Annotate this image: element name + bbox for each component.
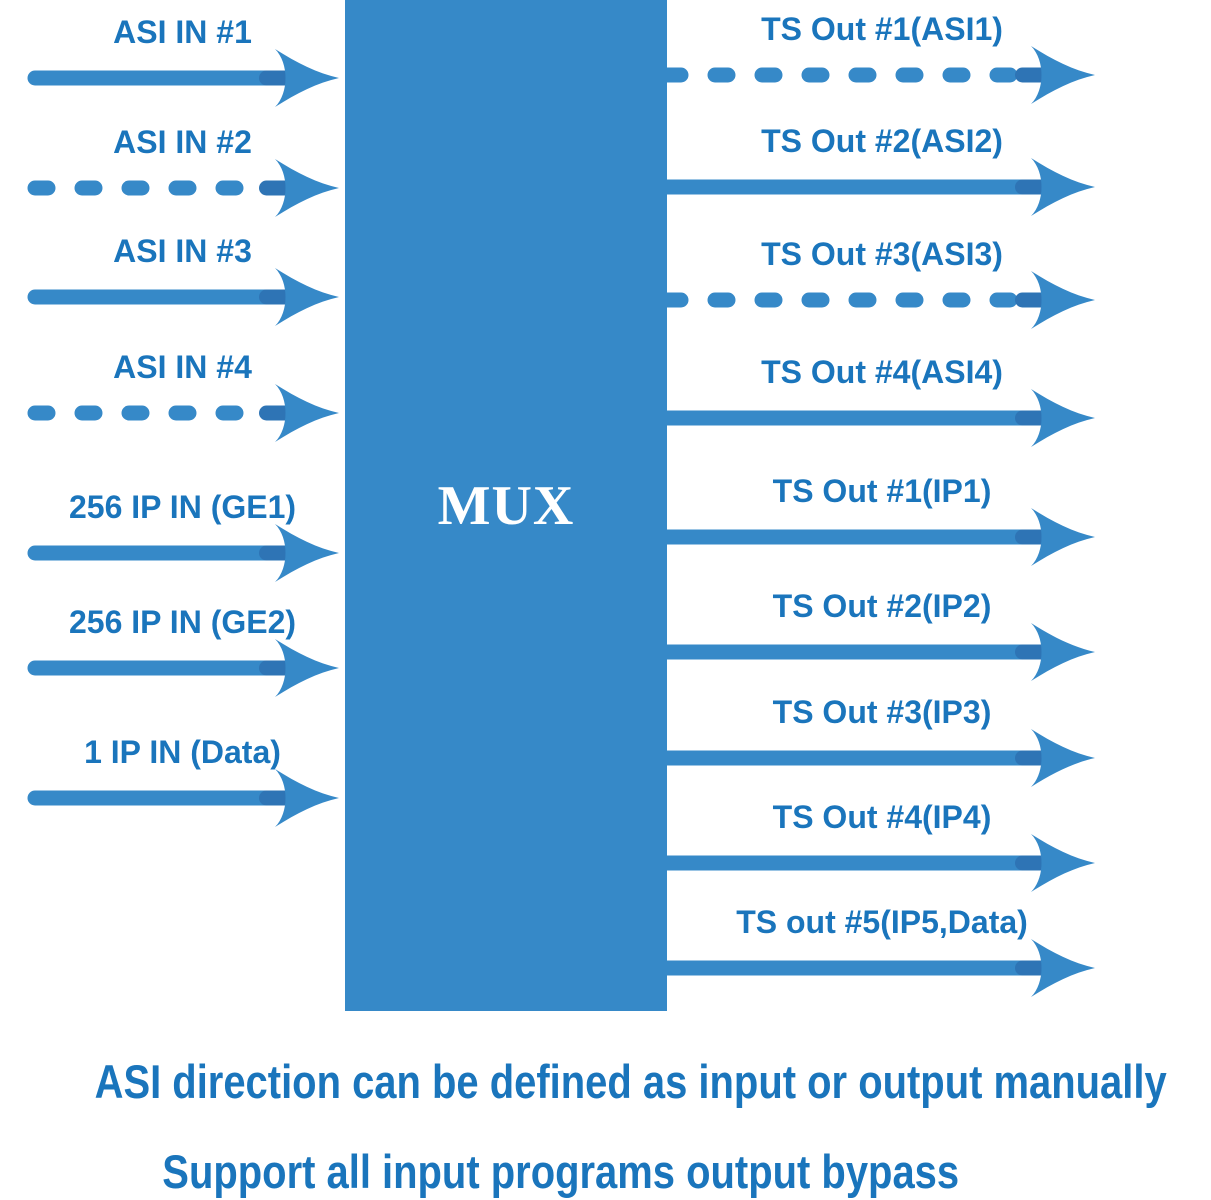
flow-arrow-right-icon <box>667 623 1095 681</box>
input-row: ASI IN #2 <box>25 118 340 228</box>
flow-arrow-right-icon <box>27 49 339 107</box>
input-row: ASI IN #4 <box>25 343 340 453</box>
output-label: TS Out #2(IP2) <box>772 588 992 624</box>
flow-arrow-right-icon <box>667 158 1095 216</box>
input-label: ASI IN #4 <box>113 349 252 385</box>
flow-arrow-right-icon <box>27 159 339 217</box>
flow-arrow-right-icon <box>667 939 1095 997</box>
output-label: TS Out #2(ASI2) <box>761 123 1003 159</box>
input-label: 256 IP IN (GE1) <box>68 489 297 525</box>
mux-block-label: MUX <box>437 474 575 537</box>
flow-arrow-right-icon <box>27 384 339 442</box>
output-label: TS out #5(IP5,Data) <box>736 904 1028 940</box>
output-row: TS Out #1(IP1) <box>667 467 1097 577</box>
mux-block: MUX <box>345 0 667 1011</box>
output-label: TS Out #1(IP1) <box>772 473 992 509</box>
output-row: TS Out #4(IP4) <box>667 793 1097 903</box>
output-label: TS Out #3(ASI3) <box>761 236 1003 272</box>
input-row: 256 IP IN (GE1) <box>25 483 340 593</box>
caption-line-1: ASI direction can be defined as input or… <box>0 1054 1211 1109</box>
input-label: ASI IN #2 <box>113 124 252 160</box>
output-row: TS out #5(IP5,Data) <box>667 898 1097 1008</box>
output-row: TS Out #2(IP2) <box>667 582 1097 692</box>
output-row: TS Out #3(ASI3) <box>667 230 1097 340</box>
outputs-column: TS Out #1(ASI1) TS Out #2(ASI2) TS Out #… <box>667 0 1097 1011</box>
input-row: 1 IP IN (Data) <box>25 728 340 838</box>
output-label: TS Out #3(IP3) <box>772 694 992 730</box>
output-row: TS Out #2(ASI2) <box>667 117 1097 227</box>
input-label: 256 IP IN (GE2) <box>68 604 297 640</box>
input-row: ASI IN #1 <box>25 8 340 118</box>
flow-arrow-right-icon <box>667 834 1095 892</box>
flow-arrow-right-icon <box>667 729 1095 787</box>
input-label: ASI IN #1 <box>113 14 252 50</box>
flow-arrow-right-icon <box>667 508 1095 566</box>
flow-arrow-right-icon <box>27 268 339 326</box>
flow-arrow-right-icon <box>667 46 1095 104</box>
inputs-column: ASI IN #1 ASI IN #2 ASI IN #3 <box>25 0 340 1011</box>
flow-arrow-right-icon <box>667 389 1095 447</box>
output-label: TS Out #4(IP4) <box>772 799 992 835</box>
input-label: 1 IP IN (Data) <box>84 734 281 770</box>
caption-line-2: Support all input programs output bypass <box>0 1144 1211 1199</box>
flow-arrow-right-icon <box>667 271 1095 329</box>
output-row: TS Out #3(IP3) <box>667 688 1097 798</box>
caption-line-2-text: Support all input programs output bypass <box>162 1145 959 1198</box>
output-row: TS Out #4(ASI4) <box>667 348 1097 458</box>
input-row: ASI IN #3 <box>25 227 340 337</box>
input-row: 256 IP IN (GE2) <box>25 598 340 708</box>
output-label: TS Out #1(ASI1) <box>761 11 1003 47</box>
flow-arrow-right-icon <box>27 524 339 582</box>
flow-arrow-right-icon <box>27 639 339 697</box>
output-label: TS Out #4(ASI4) <box>761 354 1003 390</box>
caption-line-1-text: ASI direction can be defined as input or… <box>94 1055 1167 1108</box>
input-label: ASI IN #3 <box>113 233 252 269</box>
flow-arrow-right-icon <box>27 769 339 827</box>
output-row: TS Out #1(ASI1) <box>667 5 1097 115</box>
